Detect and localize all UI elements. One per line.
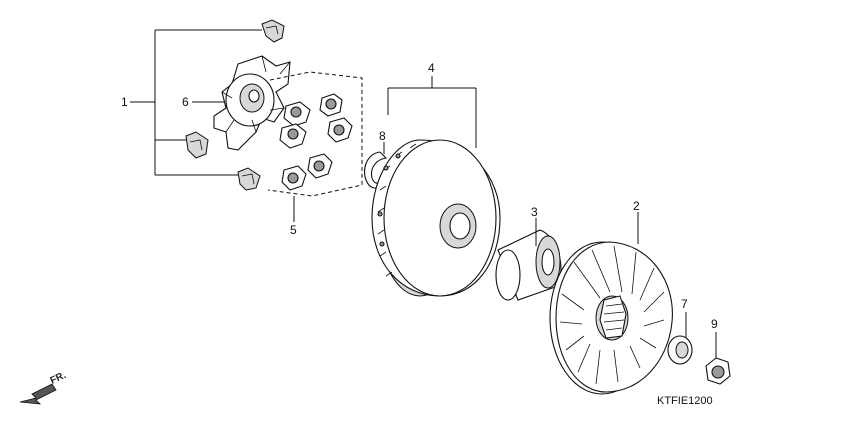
weight-roller — [281, 165, 307, 191]
callout-5: 5 — [290, 223, 297, 237]
ramp-plate — [213, 55, 291, 151]
callout-8: 8 — [379, 129, 386, 143]
weight-roller — [283, 101, 311, 127]
weight-roller — [307, 153, 333, 179]
diagram-code: KTFIE1200 — [657, 395, 713, 407]
callout-7: 7 — [681, 297, 688, 311]
slider-clip-middle — [185, 131, 209, 159]
flange-nut — [705, 357, 731, 385]
slider-clip-bottom — [237, 167, 261, 191]
drive-face-fan — [549, 241, 673, 395]
slider-clip-top — [261, 19, 285, 43]
front-indicator-label: FR. — [49, 370, 68, 387]
callout-3: 3 — [531, 205, 538, 219]
drive-face-collar — [495, 229, 562, 301]
washer — [667, 335, 693, 365]
weight-roller — [279, 123, 307, 149]
callout-6: 6 — [182, 95, 189, 109]
callout-2: 2 — [633, 199, 640, 213]
callout-1: 1 — [121, 95, 128, 109]
weight-roller — [327, 117, 353, 143]
weight-roller — [319, 93, 343, 117]
movable-drive-face — [371, 139, 501, 297]
callout-4-bracket — [387, 76, 477, 148]
callout-1-bracket — [130, 29, 262, 176]
callout-9: 9 — [711, 317, 718, 331]
front-arrow-icon — [19, 383, 57, 405]
callout-4: 4 — [428, 61, 435, 75]
